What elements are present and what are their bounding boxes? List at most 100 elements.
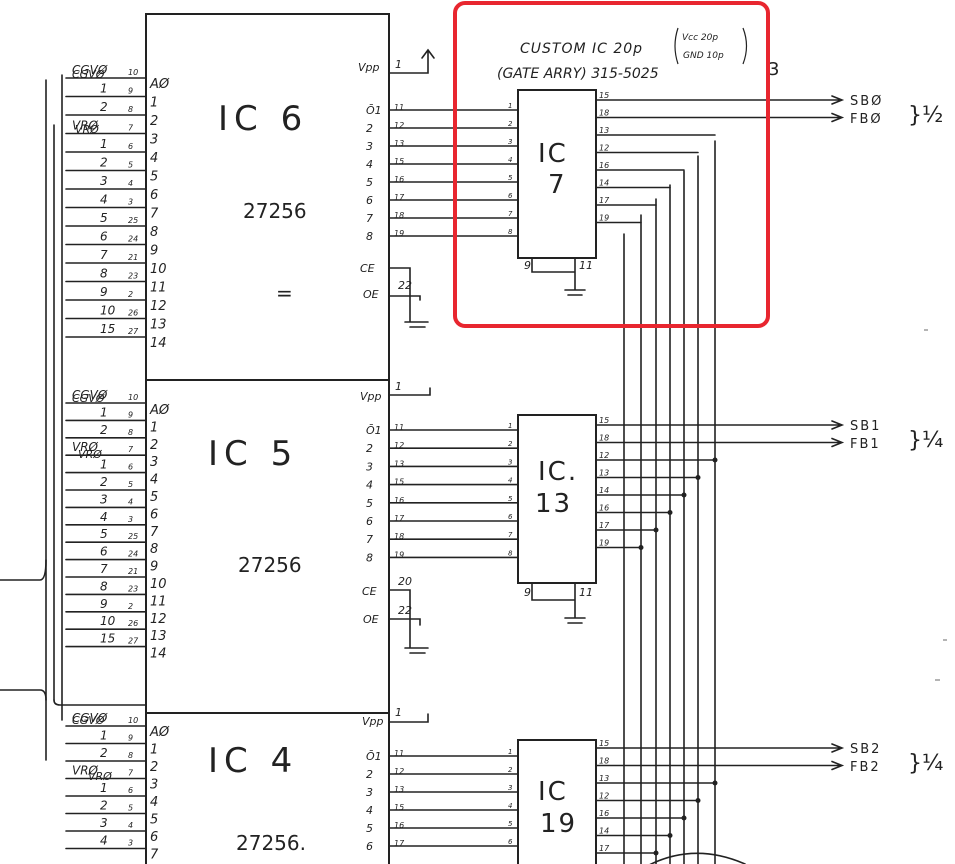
ic4-left-pin-0: 10 <box>128 716 138 725</box>
custom-ic-title: CUSTOM IC 20p <box>520 41 643 57</box>
ic5-left-pin-14: 27 <box>128 637 139 646</box>
ic5-out-label-5: 6 <box>366 515 373 528</box>
ga2-out-pin-5: 14 <box>599 827 609 836</box>
ic6-ga-in-pin-5: 6 <box>508 192 513 200</box>
ic6-left-pin-14: 27 <box>128 327 139 336</box>
ic5-addr-pin-7: 7 <box>150 525 159 540</box>
ic6-addr-pin-6: 6 <box>150 188 158 203</box>
ic19-label-line2: 19 <box>540 809 577 839</box>
ic6-left-pin-4: 6 <box>128 142 133 151</box>
ic4-addr-pin-2: 2 <box>150 760 158 775</box>
ga0-out-3: 12 <box>595 144 699 154</box>
ga2-signal-a: SB2 <box>850 742 881 757</box>
ic6-left-pin-7: 3 <box>128 198 133 207</box>
ic5-left-name-3: VRØ <box>72 440 99 454</box>
ga0-out-pin-5: 14 <box>599 179 609 188</box>
ga1-out-pin-5: 16 <box>599 504 609 513</box>
ic5-left-pin-2: 8 <box>128 428 133 437</box>
ic6-out-pin-6: 18 <box>394 211 404 220</box>
ic4-left-pin-6: 4 <box>128 821 133 830</box>
ic4-out-label-1: 2 <box>366 768 373 781</box>
ic4-ga-in-pin-1: 2 <box>508 766 513 774</box>
ic6-addr-pin-3: 3 <box>150 133 158 148</box>
ic6-addr-pin-5: 5 <box>150 170 158 185</box>
ic4-out-pin-2: 13 <box>394 785 404 794</box>
ic5-left-pin-0: 10 <box>128 393 138 402</box>
ic7-label-line1: IC <box>538 139 568 169</box>
ic6-ga-in-pin-6: 7 <box>508 210 513 218</box>
ic6-out-label-5: 6 <box>366 194 373 207</box>
ic4-vpp-label: Vpp <box>362 715 384 728</box>
ga1-out-pin-2: 12 <box>599 451 609 460</box>
ic5-left-pin-6: 4 <box>128 497 133 506</box>
ic6-left-pin-8: 25 <box>128 216 138 225</box>
ga1-out-5: 16 <box>595 504 673 515</box>
ic6-left-name-14: 15 <box>100 322 115 336</box>
ic6-addr-pin-12: 12 <box>150 299 167 314</box>
ic4-left-name-6: 3 <box>100 816 108 830</box>
ic6-addr-pin-13: 13 <box>150 318 167 333</box>
ic5-addr-pin-1: 1 <box>150 420 158 435</box>
ic13-label-line2: 13 <box>535 489 572 519</box>
ic4-left-pin-3: 7 <box>128 769 134 778</box>
ic6-left-pin-3: 7 <box>128 124 134 133</box>
ic6-left-name-11: 8 <box>100 267 108 281</box>
ic6-addr-pin-9: 9 <box>150 244 158 259</box>
ic6-ga-in-pin-0: 1 <box>508 102 512 110</box>
custom-ic-ref: 3 <box>768 59 779 80</box>
ic6-left-name-1: 1 <box>100 82 108 96</box>
ga0-out-pin-3: 12 <box>599 144 609 153</box>
ic5-out-pin-2: 13 <box>394 459 404 468</box>
ic6-out-pin-3: 15 <box>394 157 404 166</box>
ga2-out-1: 18 <box>595 757 845 771</box>
ga2-out-pin-3: 12 <box>599 792 609 801</box>
ic4-ga-in-pin-3: 4 <box>508 802 512 810</box>
ic6-left-name-7: 4 <box>100 193 108 207</box>
ic6-addr-pin-0: AØ <box>149 77 170 92</box>
ic7-pin-11: 11 <box>579 259 593 272</box>
ga1-out-6: 17 <box>595 521 659 533</box>
ic5-left-name-11: 8 <box>100 579 108 593</box>
ic5-addr-pin-2: 2 <box>150 438 158 453</box>
ga0-out-4: 16 <box>595 161 685 171</box>
ic6-left-pin-1: 9 <box>128 87 133 96</box>
ic6-vpp-pin: 1 <box>395 58 402 71</box>
ic19-label-line1: IC <box>538 777 568 807</box>
ga0-out-pin-6: 17 <box>599 196 610 205</box>
custom-ic-power-gnd: GND 10p <box>683 51 724 61</box>
ga2-out-pin-4: 16 <box>599 809 609 818</box>
ic5-oe-pin: 22 <box>398 604 412 617</box>
gate-array-wiring: 1518131216141719SBØFBØ}½1518121314161719… <box>595 91 943 856</box>
ic5-out-label-7: 8 <box>366 551 373 564</box>
ga0-out-pin-7: 19 <box>599 214 609 223</box>
ic5-out-label-1: 2 <box>366 442 373 455</box>
custom-ic-annotation: CUSTOM IC 20p (GATE ARRY) 315-5025 Vcc 2… <box>497 27 779 82</box>
ic6-out-pin-4: 16 <box>394 175 404 184</box>
ic13-pin-11: 11 <box>579 586 593 599</box>
ic5-left-name-9: 6 <box>100 545 108 559</box>
ga2-out-pin-0: 15 <box>599 739 609 748</box>
right-vertical-bus <box>623 140 746 864</box>
ic4-left-name-2: 2 <box>100 746 108 760</box>
ic6-left-name-4: 1 <box>100 137 108 151</box>
ga2-out-pin-2: 13 <box>599 774 609 783</box>
ic6-left-pin-10: 21 <box>128 253 138 262</box>
ic4-addr-pin-0: AØ <box>149 725 170 740</box>
ic6-out-pin-5: 17 <box>394 193 405 202</box>
ic6-out-pin-0: 11 <box>394 103 404 112</box>
ic6-out-label-3: 4 <box>366 158 373 171</box>
ic7-block: IC 7 9 11 <box>517 89 597 296</box>
ic13-label-line1: IC. <box>538 457 578 487</box>
